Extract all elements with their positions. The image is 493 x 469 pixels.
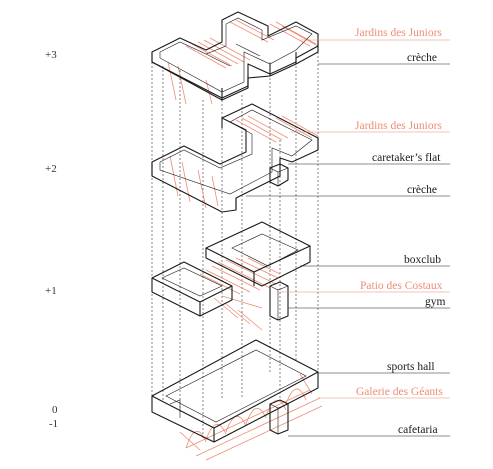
level-plus3-volume — [151, 11, 319, 105]
projection-lines — [151, 48, 319, 440]
label-gym: gym — [425, 296, 446, 308]
label-sports-hall: sports hall — [387, 361, 435, 373]
label-creche-top: crèche — [407, 52, 437, 64]
level-label-plus3: +3 — [45, 49, 57, 61]
label-jardins-des-juniors-mid: Jardins des Juniors — [355, 120, 442, 132]
galerie-arches — [179, 373, 323, 461]
label-cafetaria: cafetaria — [398, 424, 438, 436]
label-patio-des-costaux: Patio des Costaux — [360, 280, 443, 292]
label-caretakers-flat: caretaker’s flat — [372, 152, 441, 164]
label-creche-mid: crèche — [407, 184, 437, 196]
label-boxclub: boxclub — [404, 254, 441, 266]
patio-hatch — [199, 257, 281, 331]
level-label-plus1: +1 — [45, 285, 57, 297]
level-label-plus2: +2 — [45, 163, 57, 175]
label-jardins-des-juniors-top: Jardins des Juniors — [355, 27, 442, 39]
level-label-0: 0 — [52, 404, 58, 416]
level-label-minus1: -1 — [49, 418, 58, 430]
level-0-volume — [151, 339, 323, 461]
level-plus2-hatch — [169, 115, 319, 209]
level-plus2-volume — [151, 103, 319, 213]
level-plus1-volume — [151, 221, 311, 331]
label-galerie-des-geants: Galerie des Géants — [356, 386, 443, 398]
label-leaders — [246, 39, 450, 437]
